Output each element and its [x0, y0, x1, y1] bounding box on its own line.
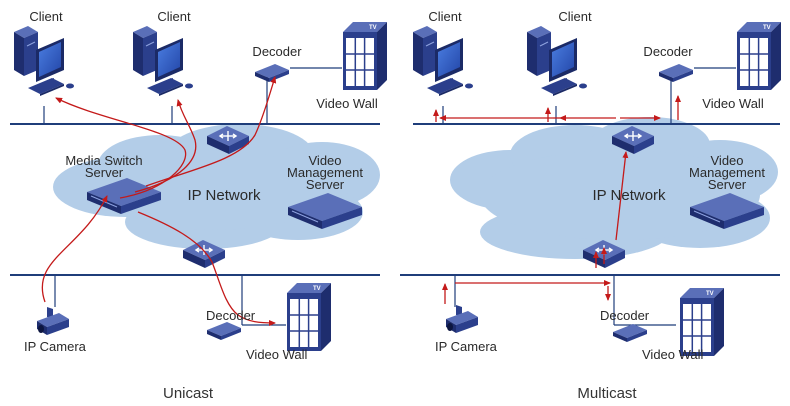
stream-arrows — [41, 76, 277, 326]
decoder-label: Decoder — [206, 308, 256, 323]
vms-label-line2: Management — [287, 165, 363, 180]
ip-network-label: IP Network — [592, 187, 666, 204]
video-wall-icon — [736, 21, 782, 91]
ip-camera-icon — [446, 305, 478, 333]
client-label: Client — [428, 9, 462, 24]
ip-camera-label: IP Camera — [435, 339, 497, 354]
video-wall-label: Video Wall — [702, 96, 764, 111]
vms-label-line1: Video — [710, 153, 744, 168]
decoder-label: Decoder — [600, 308, 650, 323]
video-wall-icon — [679, 287, 725, 357]
ip-network-label: IP Network — [187, 187, 261, 204]
media-switch-server-label-line2: Server — [84, 165, 124, 180]
vms-label-line3: Server — [305, 177, 345, 192]
ip-camera-label: IP Camera — [24, 339, 86, 354]
vms-label-line3: Server — [707, 177, 747, 192]
pc-client-icon — [412, 25, 474, 97]
stream-arrows — [433, 95, 681, 304]
media-switch-server-label-line1: Media Switch — [65, 153, 143, 168]
vms-label-line1: Video — [308, 153, 342, 168]
multicast-panel — [400, 21, 782, 357]
client-label: Client — [29, 9, 63, 24]
multicast-title: Multicast — [577, 385, 637, 402]
decoder-icon — [659, 64, 693, 82]
client-label: Client — [157, 9, 191, 24]
decoder-icon — [255, 64, 289, 82]
video-wall-icon — [342, 21, 388, 91]
decoder-icon — [207, 322, 241, 340]
video-wall-label: Video Wall — [316, 96, 378, 111]
video-wall-icon — [286, 282, 332, 352]
pc-client-icon — [526, 25, 588, 97]
unicast-title: Unicast — [162, 385, 214, 402]
unicast-panel — [10, 21, 388, 352]
pc-client-icon — [13, 25, 75, 97]
decoder-label: Decoder — [252, 44, 302, 59]
cloud-icon — [53, 124, 380, 249]
video-wall-label: Video Wall — [246, 347, 308, 362]
pc-client-icon — [132, 25, 194, 97]
client-label: Client — [558, 9, 592, 24]
decoder-label: Decoder — [643, 44, 693, 59]
ip-camera-icon — [37, 307, 69, 335]
video-wall-label: Video Wall — [642, 347, 704, 362]
vms-label-line2: Management — [689, 165, 765, 180]
decoder-icon — [613, 324, 647, 342]
